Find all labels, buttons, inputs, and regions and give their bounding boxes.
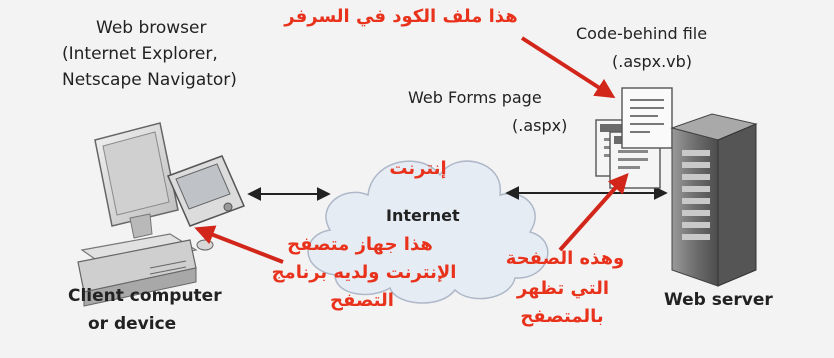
webforms-label-line2: (.aspx) (512, 116, 568, 135)
page-annotation-line3: بالمتصفح (520, 306, 604, 327)
web-server-icon (670, 113, 758, 287)
client-annotation-line2: الإنترنت ولديه برنامج (271, 262, 457, 283)
client-label-line2: or device (88, 314, 177, 334)
annotation-arrow-client (194, 225, 284, 264)
client-label-line1: Client computer (68, 286, 222, 306)
client-annotation-line3: التصفح (330, 290, 394, 311)
annotation-arrow-codebehind (520, 36, 616, 99)
server-label: Web server (664, 290, 773, 310)
client-annotation-line1: هذا جهاز متصفح (287, 234, 433, 255)
browser-label-line3: Netscape Navigator) (62, 70, 237, 90)
browser-label-line2: (Internet Explorer, (62, 44, 218, 64)
annotation-arrow-webpage (558, 173, 629, 252)
page-annotation-line1: وهذه الصفحة (505, 248, 625, 269)
codebehind-annotation: هذا ملف الكود في السرفر (284, 6, 518, 27)
client-computer-icon (77, 122, 214, 307)
handheld-device-icon (166, 155, 246, 227)
code-behind-file-icon (621, 87, 673, 149)
internet-label: Internet (386, 206, 460, 225)
webforms-label-line1: Web Forms page (408, 88, 542, 107)
codebehind-label-line2: (.aspx.vb) (612, 52, 693, 71)
page-annotation-line2: التي تظهر (516, 278, 610, 299)
internet-annotation: إنترنت (389, 158, 447, 179)
codebehind-label-line1: Code-behind file (576, 24, 708, 43)
browser-label-line1: Web browser (96, 18, 207, 38)
